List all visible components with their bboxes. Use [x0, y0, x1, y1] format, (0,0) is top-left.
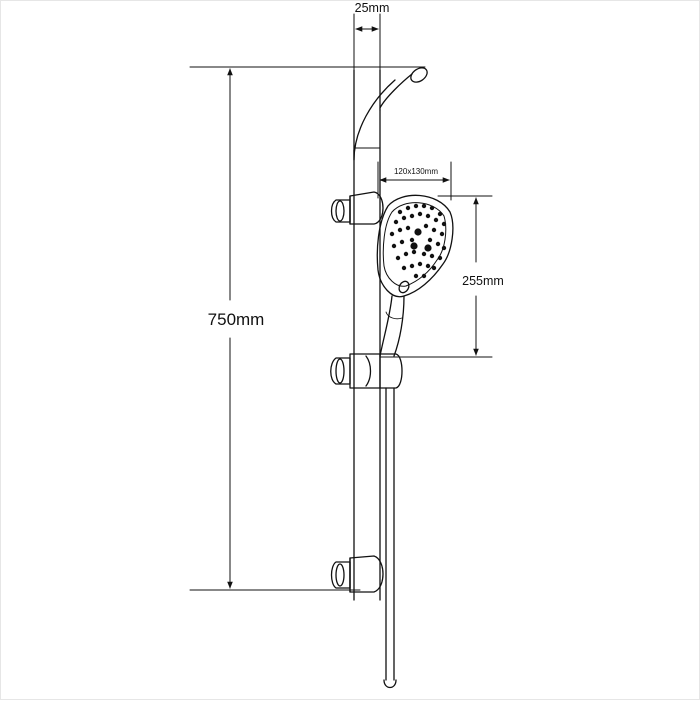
- nozzle-dot: [423, 223, 429, 229]
- dim-head-height: [379, 195, 493, 358]
- nozzle-dot: [421, 273, 427, 279]
- nozzle-dot: [425, 263, 431, 269]
- nozzle-dot: [417, 261, 423, 267]
- nozzle-dot: [399, 239, 405, 245]
- nozzle-dot: [431, 265, 437, 271]
- hose: [383, 387, 397, 689]
- nozzle-dot: [437, 211, 443, 217]
- nozzle-dot: [401, 265, 407, 271]
- nozzle-dot: [405, 225, 411, 231]
- wall-bracket-bottom: [330, 555, 384, 593]
- nozzle-dot: [409, 213, 415, 219]
- nozzle-dot: [413, 203, 419, 209]
- nozzle-center: [424, 244, 432, 252]
- nozzle-dot: [429, 205, 435, 211]
- nozzle-dot: [409, 263, 415, 269]
- dim-total-height: [189, 66, 426, 591]
- nozzle-dot: [417, 211, 423, 217]
- nozzle-dot: [409, 237, 415, 243]
- nozzle-dot: [403, 251, 409, 257]
- nozzle-dot: [389, 231, 395, 237]
- nozzle-dot: [435, 241, 441, 247]
- label-total-height: 750mm: [208, 310, 265, 329]
- nozzle-dot: [441, 221, 447, 227]
- spray-nozzles: [389, 203, 447, 279]
- nozzle-dot: [437, 255, 443, 261]
- label-head-width: 120x130mm: [394, 167, 438, 176]
- slide-rail: [353, 67, 428, 601]
- wall-bracket-top: [330, 191, 384, 225]
- nozzle-dot: [393, 219, 399, 225]
- nozzle-dot: [433, 217, 439, 223]
- dim-width-top: [353, 13, 381, 71]
- label-head-height: 255mm: [462, 274, 504, 288]
- nozzle-center: [410, 242, 418, 250]
- label-width-top: 25mm: [355, 1, 390, 15]
- nozzle-dot: [397, 227, 403, 233]
- nozzle-dot: [421, 251, 427, 257]
- nozzle-dot: [431, 227, 437, 233]
- nozzle-dot: [421, 203, 427, 209]
- nozzle-dot: [439, 231, 445, 237]
- nozzle-dot: [397, 209, 403, 215]
- nozzle-dot: [425, 213, 431, 219]
- nozzle-dot: [413, 273, 419, 279]
- nozzle-dot: [401, 215, 407, 221]
- dim-head-width: [377, 161, 452, 201]
- nozzle-dot: [429, 253, 435, 259]
- nozzle-dot: [427, 237, 433, 243]
- nozzle-dot: [405, 205, 411, 211]
- slider-holder: [330, 353, 403, 389]
- nozzle-center: [414, 228, 422, 236]
- nozzle-dot: [411, 249, 417, 255]
- nozzle-dot: [441, 245, 447, 251]
- nozzle-dot: [391, 243, 397, 249]
- nozzle-dot: [395, 255, 401, 261]
